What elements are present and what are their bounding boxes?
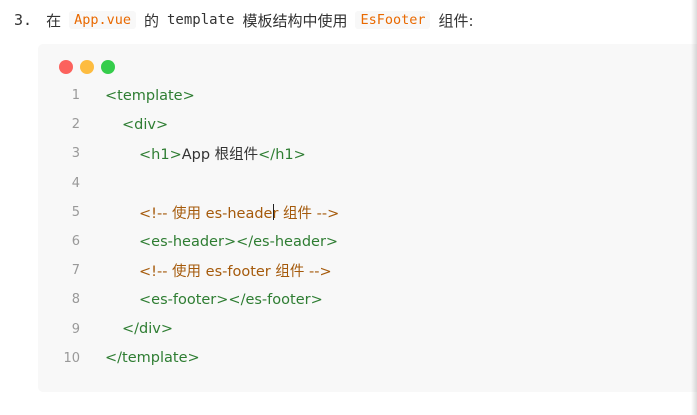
- code-line: 9 </div>: [38, 315, 697, 344]
- code-text: </template>: [105, 350, 200, 366]
- step-text-prefix: 在: [46, 11, 62, 30]
- code-line: 10 </template>: [38, 344, 697, 373]
- minimize-dot-icon: [80, 60, 94, 74]
- line-number: 2: [71, 117, 80, 133]
- code-token: <template>: [105, 87, 195, 104]
- code-line: 7 <!-- 使用 es-footer 组件 -->: [38, 256, 697, 285]
- code-token: <es-footer></es-footer>: [139, 291, 323, 308]
- code-block: 1 <template> 2 <div> 3 <h1>App 根组件</h1> 4 5 <!--…: [38, 44, 697, 392]
- step-text-middle-1: 的: [143, 11, 159, 30]
- code-token: <!-- 使用 es-footer 组件 -->: [139, 264, 332, 281]
- line-number: 9: [71, 321, 80, 337]
- code-line: 8 <es-footer></es-footer>: [38, 285, 697, 314]
- file-name-chip: App.vue: [69, 11, 136, 29]
- code-line: 5 <!-- 使用 es-header 组件 -->: [38, 198, 697, 227]
- code-text: <div>: [122, 117, 168, 133]
- code-token: <div>: [122, 116, 169, 133]
- code-line: 3 <h1>App 根组件</h1>: [38, 139, 697, 168]
- step-instruction: 3. 在 App.vue 的 template 模板结构中使用 EsFooter…: [14, 8, 474, 32]
- code-text: <!-- 使用 es-footer 组件 -->: [139, 260, 332, 281]
- line-number: 4: [71, 175, 80, 191]
- line-number: 6: [71, 234, 80, 250]
- code-token: <!-- 使用 es-header 组件 -->: [139, 205, 340, 222]
- step-text-suffix: 组件:: [438, 11, 474, 30]
- line-number: 1: [71, 88, 80, 104]
- code-line: 6 <es-header></es-header>: [38, 227, 697, 256]
- line-number: 10: [63, 350, 80, 366]
- code-lines: 1 <template> 2 <div> 3 <h1>App 根组件</h1> 4 5 <!--…: [38, 81, 697, 373]
- code-text: <h1>App 根组件</h1>: [139, 143, 306, 164]
- step-number: 3.: [14, 11, 33, 29]
- component-name-chip: EsFooter: [355, 11, 431, 29]
- line-number: 3: [71, 146, 80, 162]
- code-text: <es-footer></es-footer>: [139, 292, 323, 308]
- right-edge-shadow: [691, 0, 697, 415]
- line-number: 8: [71, 292, 80, 308]
- code-token: </h1>: [258, 147, 306, 164]
- code-token: </template>: [105, 350, 200, 367]
- code-line: 4: [38, 169, 697, 198]
- step-text-middle-2: 模板结构中使用: [242, 11, 348, 30]
- close-dot-icon: [59, 60, 73, 74]
- code-token: <es-header></es-header>: [139, 233, 339, 250]
- code-text: <!-- 使用 es-header 组件 -->: [139, 202, 339, 223]
- code-token: <h1>: [139, 147, 182, 164]
- line-number: 7: [71, 263, 80, 279]
- code-line: 1 <template>: [38, 81, 697, 110]
- line-number: 5: [71, 204, 80, 220]
- code-text: <template>: [105, 88, 195, 104]
- maximize-dot-icon: [101, 60, 115, 74]
- code-line: 2 <div>: [38, 110, 697, 139]
- code-token: </div>: [122, 321, 173, 338]
- code-text: </div>: [122, 321, 173, 337]
- code-token: App 根组件: [181, 147, 259, 164]
- window-controls: [59, 60, 122, 74]
- code-text: <es-header></es-header>: [139, 234, 338, 250]
- text-cursor-icon: [273, 204, 274, 221]
- template-word: template: [167, 12, 235, 28]
